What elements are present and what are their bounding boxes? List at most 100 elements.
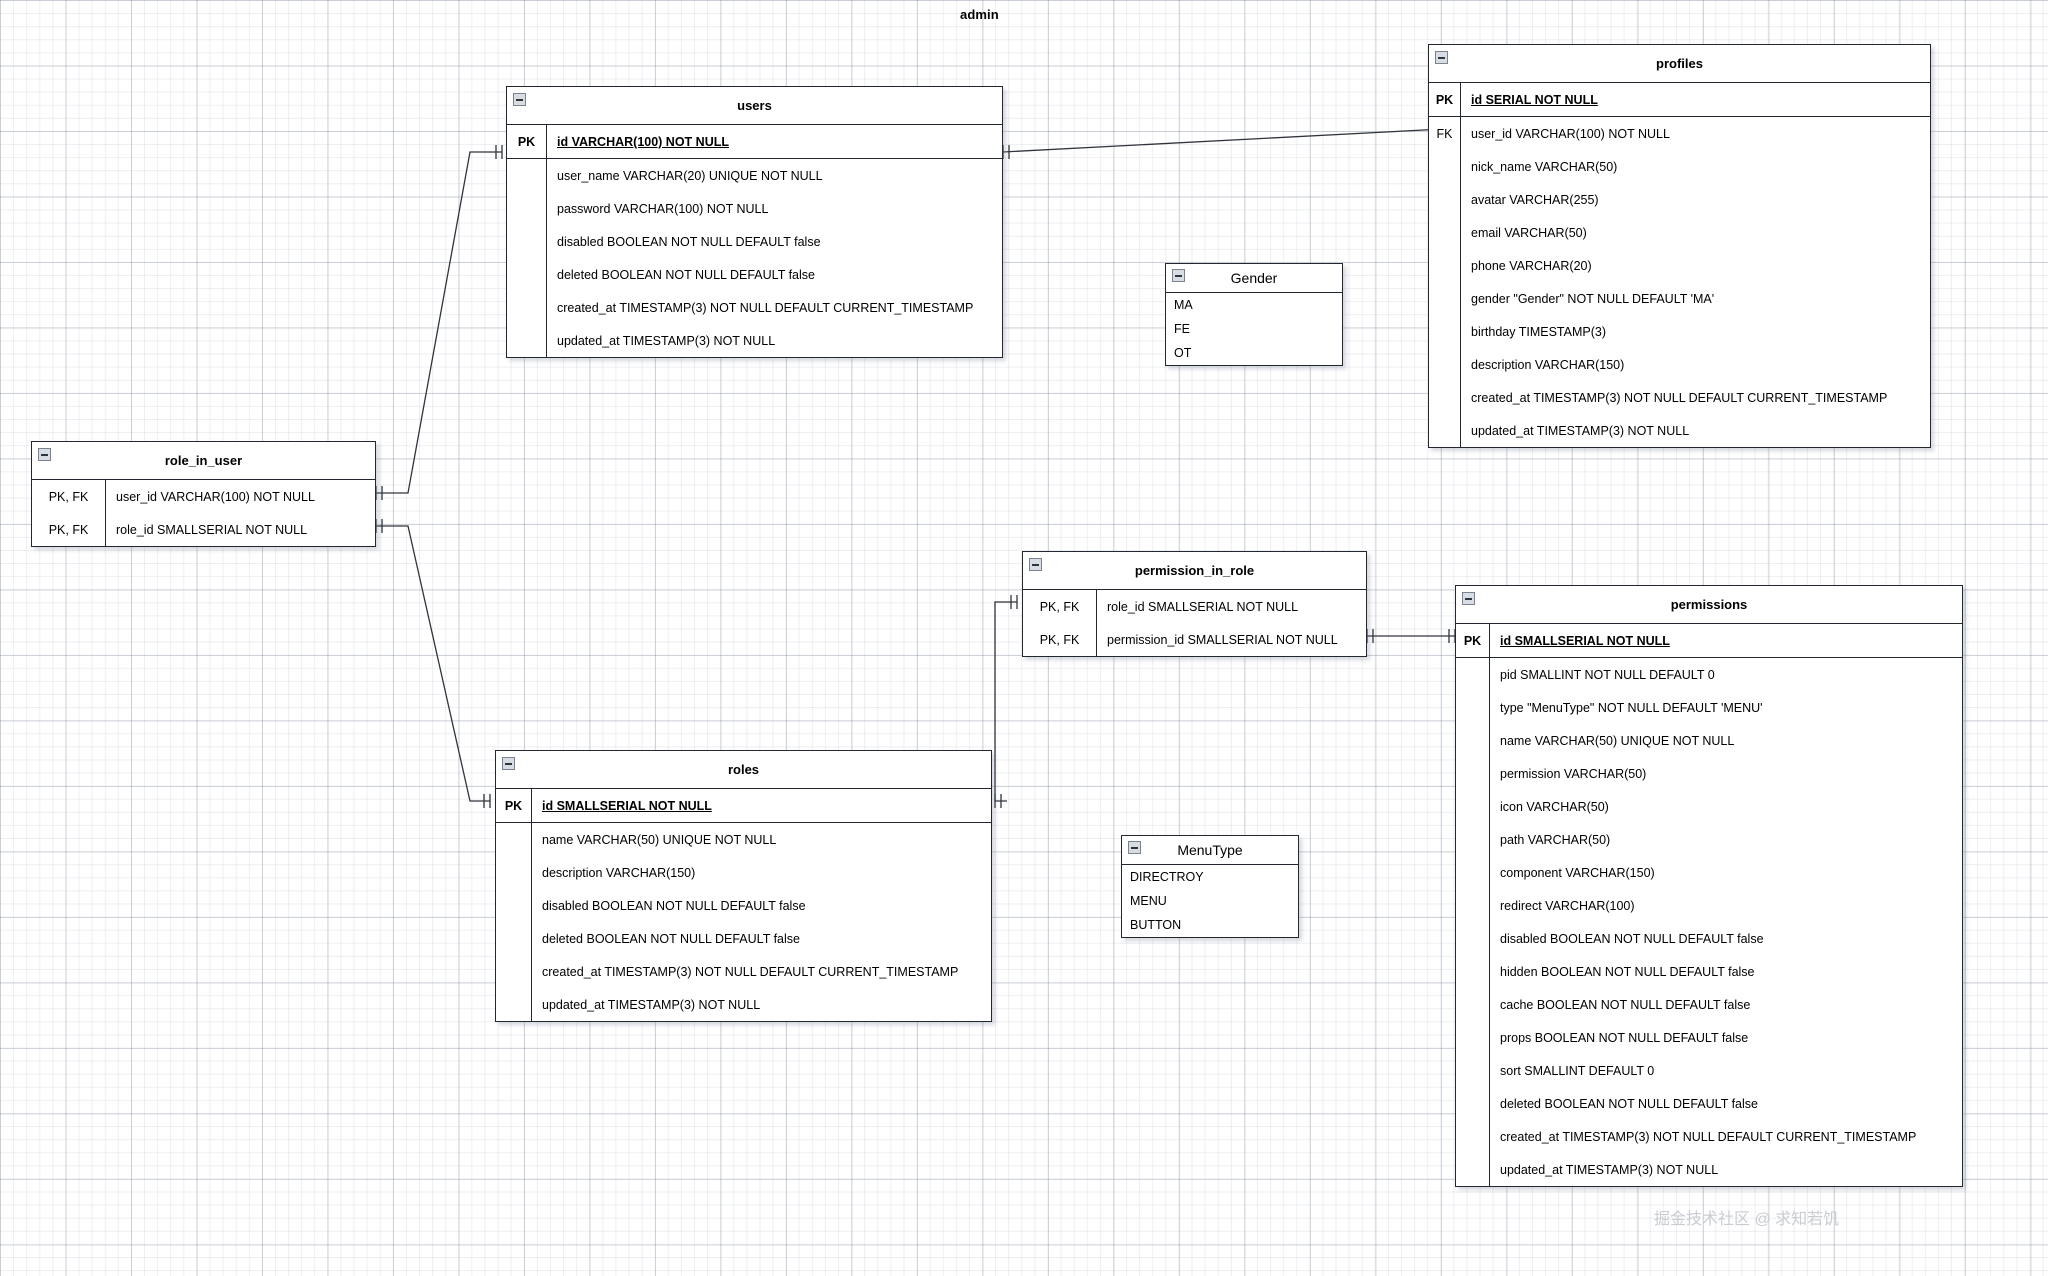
entity-body-permission-in-role: PK, FK role_id SMALLSERIAL NOT NULL PK, … xyxy=(1023,590,1366,656)
table-row[interactable]: updated_at TIMESTAMP(3) NOT NULL xyxy=(507,324,1002,357)
edge-roleinuser-roles xyxy=(376,525,490,802)
entity-role-in-user[interactable]: role_in_user PK, FK user_id VARCHAR(100)… xyxy=(31,441,376,547)
table-row[interactable]: PK id SMALLSERIAL NOT NULL xyxy=(1456,624,1962,658)
entity-profiles[interactable]: profiles PK id SERIAL NOT NULL FK user_i… xyxy=(1428,44,1931,448)
table-row[interactable]: email VARCHAR(50) xyxy=(1429,216,1930,249)
table-row[interactable]: hidden BOOLEAN NOT NULL DEFAULT false xyxy=(1456,955,1962,988)
entity-users[interactable]: users PK id VARCHAR(100) NOT NULL user_n… xyxy=(506,86,1003,358)
table-row[interactable]: PK id SERIAL NOT NULL xyxy=(1429,83,1930,117)
crowfoot-pir-role-left xyxy=(1010,595,1018,609)
table-row[interactable]: PK, FK user_id VARCHAR(100) NOT NULL xyxy=(32,480,375,513)
table-row[interactable]: component VARCHAR(150) xyxy=(1456,856,1962,889)
table-row[interactable]: disabled BOOLEAN NOT NULL DEFAULT false xyxy=(507,225,1002,258)
entity-header-roles[interactable]: roles xyxy=(496,751,991,789)
table-row[interactable]: PK, FK role_id SMALLSERIAL NOT NULL xyxy=(1023,590,1366,623)
table-row[interactable]: nick_name VARCHAR(50) xyxy=(1429,150,1930,183)
table-row[interactable]: user_name VARCHAR(20) UNIQUE NOT NULL xyxy=(507,159,1002,192)
table-row[interactable]: props BOOLEAN NOT NULL DEFAULT false xyxy=(1456,1021,1962,1054)
table-row[interactable]: PK id SMALLSERIAL NOT NULL xyxy=(496,789,991,823)
crowfoot-users-right xyxy=(1002,145,1010,159)
row-key xyxy=(1456,922,1490,955)
row-attribute: sort SMALLINT DEFAULT 0 xyxy=(1500,1063,1655,1078)
table-row[interactable]: gender "Gender" NOT NULL DEFAULT 'MA' xyxy=(1429,282,1930,315)
row-key: FK xyxy=(1429,117,1461,150)
row-attribute: permission VARCHAR(50) xyxy=(1500,766,1647,781)
table-row[interactable]: name VARCHAR(50) UNIQUE NOT NULL xyxy=(496,823,991,856)
entity-roles[interactable]: roles PK id SMALLSERIAL NOT NULL name VA… xyxy=(495,750,992,1022)
table-row[interactable]: sort SMALLINT DEFAULT 0 xyxy=(1456,1054,1962,1087)
enum-menutype[interactable]: MenuType DIRECTROY MENU BUTTON xyxy=(1121,835,1299,938)
table-row[interactable]: updated_at TIMESTAMP(3) NOT NULL xyxy=(496,988,991,1021)
table-row[interactable]: deleted BOOLEAN NOT NULL DEFAULT false xyxy=(507,258,1002,291)
collapse-icon[interactable] xyxy=(513,93,526,106)
table-row[interactable]: name VARCHAR(50) UNIQUE NOT NULL xyxy=(1456,724,1962,757)
collapse-icon[interactable] xyxy=(1128,841,1141,854)
table-row[interactable]: birthday TIMESTAMP(3) xyxy=(1429,315,1930,348)
collapse-icon[interactable] xyxy=(38,448,51,461)
table-row[interactable]: created_at TIMESTAMP(3) NOT NULL DEFAULT… xyxy=(1456,1120,1962,1153)
row-key xyxy=(496,889,532,922)
entity-header-permissions[interactable]: permissions xyxy=(1456,586,1962,624)
entity-header-role-in-user[interactable]: role_in_user xyxy=(32,442,375,480)
collapse-icon[interactable] xyxy=(502,757,515,770)
row-attribute: email VARCHAR(50) xyxy=(1471,225,1587,240)
entity-body-users: PK id VARCHAR(100) NOT NULL user_name VA… xyxy=(507,125,1002,357)
table-row[interactable]: created_at TIMESTAMP(3) NOT NULL DEFAULT… xyxy=(507,291,1002,324)
row-key xyxy=(1429,414,1461,447)
entity-header-users[interactable]: users xyxy=(507,87,1002,125)
table-row[interactable]: FK user_id VARCHAR(100) NOT NULL xyxy=(1429,117,1930,150)
enum-gender[interactable]: Gender MA FE OT xyxy=(1165,263,1343,366)
table-row[interactable]: PK, FK permission_id SMALLSERIAL NOT NUL… xyxy=(1023,623,1366,656)
table-row[interactable]: description VARCHAR(150) xyxy=(1429,348,1930,381)
row-attribute: deleted BOOLEAN NOT NULL DEFAULT false xyxy=(542,931,800,946)
entity-header-profiles[interactable]: profiles xyxy=(1429,45,1930,83)
table-row[interactable]: path VARCHAR(50) xyxy=(1456,823,1962,856)
table-row[interactable]: type "MenuType" NOT NULL DEFAULT 'MENU' xyxy=(1456,691,1962,724)
table-row[interactable]: created_at TIMESTAMP(3) NOT NULL DEFAULT… xyxy=(1429,381,1930,414)
row-key xyxy=(1429,381,1461,414)
table-row[interactable]: cache BOOLEAN NOT NULL DEFAULT false xyxy=(1456,988,1962,1021)
row-key xyxy=(1456,1054,1490,1087)
row-key xyxy=(507,258,547,291)
table-row[interactable]: PK id VARCHAR(100) NOT NULL xyxy=(507,125,1002,159)
row-attribute: created_at TIMESTAMP(3) NOT NULL DEFAULT… xyxy=(1471,390,1888,405)
enum-header-menutype[interactable]: MenuType xyxy=(1122,836,1298,865)
table-row[interactable]: pid SMALLINT NOT NULL DEFAULT 0 xyxy=(1456,658,1962,691)
table-row[interactable]: icon VARCHAR(50) xyxy=(1456,790,1962,823)
table-row[interactable]: avatar VARCHAR(255) xyxy=(1429,183,1930,216)
table-row[interactable]: deleted BOOLEAN NOT NULL DEFAULT false xyxy=(1456,1087,1962,1120)
row-key: PK xyxy=(1456,624,1490,657)
row-attribute: created_at TIMESTAMP(3) NOT NULL DEFAULT… xyxy=(542,964,959,979)
row-attribute: redirect VARCHAR(100) xyxy=(1500,898,1635,913)
entity-permission-in-role[interactable]: permission_in_role PK, FK role_id SMALLS… xyxy=(1022,551,1367,657)
table-row[interactable]: disabled BOOLEAN NOT NULL DEFAULT false xyxy=(1456,922,1962,955)
enum-header-gender[interactable]: Gender xyxy=(1166,264,1342,293)
entity-body-role-in-user: PK, FK user_id VARCHAR(100) NOT NULL PK,… xyxy=(32,480,375,546)
collapse-icon[interactable] xyxy=(1462,592,1475,605)
entity-header-permission-in-role[interactable]: permission_in_role xyxy=(1023,552,1366,590)
row-key xyxy=(496,823,532,856)
table-row[interactable]: updated_at TIMESTAMP(3) NOT NULL xyxy=(1456,1153,1962,1186)
table-row[interactable]: updated_at TIMESTAMP(3) NOT NULL xyxy=(1429,414,1930,447)
collapse-icon[interactable] xyxy=(1435,51,1448,64)
table-row[interactable]: phone VARCHAR(20) xyxy=(1429,249,1930,282)
table-row[interactable]: redirect VARCHAR(100) xyxy=(1456,889,1962,922)
row-attribute: props BOOLEAN NOT NULL DEFAULT false xyxy=(1500,1030,1749,1045)
row-key xyxy=(1429,183,1461,216)
crowfoot-users-left xyxy=(495,145,503,159)
entity-permissions[interactable]: permissions PK id SMALLSERIAL NOT NULL p… xyxy=(1455,585,1963,1187)
collapse-icon[interactable] xyxy=(1029,558,1042,571)
row-attribute: updated_at TIMESTAMP(3) NOT NULL xyxy=(1500,1162,1719,1177)
table-row[interactable]: created_at TIMESTAMP(3) NOT NULL DEFAULT… xyxy=(496,955,991,988)
row-key xyxy=(1456,691,1490,724)
table-row[interactable]: deleted BOOLEAN NOT NULL DEFAULT false xyxy=(496,922,991,955)
table-row[interactable]: description VARCHAR(150) xyxy=(496,856,991,889)
enum-title: MenuType xyxy=(1177,842,1243,858)
edge-pir-roles xyxy=(994,601,1017,802)
table-row[interactable]: permission VARCHAR(50) xyxy=(1456,757,1962,790)
collapse-icon[interactable] xyxy=(1172,269,1185,282)
table-row[interactable]: disabled BOOLEAN NOT NULL DEFAULT false xyxy=(496,889,991,922)
table-row[interactable]: password VARCHAR(100) NOT NULL xyxy=(507,192,1002,225)
table-row[interactable]: PK, FK role_id SMALLSERIAL NOT NULL xyxy=(32,513,375,546)
